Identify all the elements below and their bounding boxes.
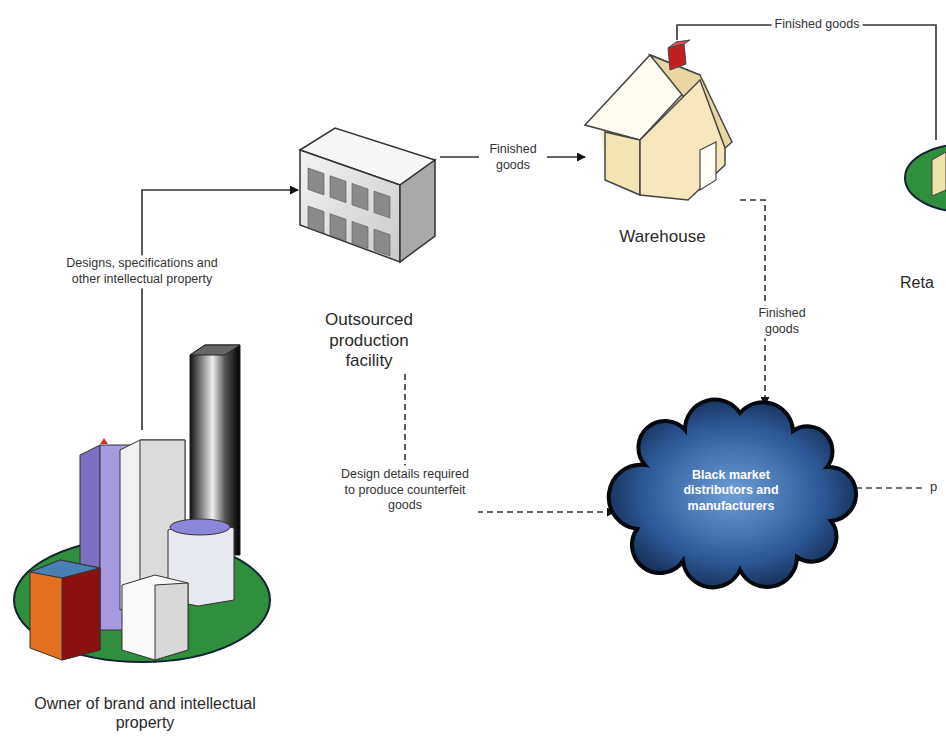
warehouse-node: Warehouse: [585, 40, 740, 250]
warehouse-house-part: [700, 142, 716, 190]
factory-building-part: [300, 150, 400, 262]
goods-flow-line: [677, 25, 936, 140]
edge-label: Designs, specifications and other intell…: [57, 255, 228, 288]
factory-building-part: [308, 168, 324, 195]
factory-building-part: [330, 176, 346, 203]
warehouse-house-part: [605, 132, 640, 195]
city-illustration-part: [62, 568, 100, 660]
factory-building-part: [374, 191, 390, 218]
cloud-label: Black market distributors and manufactur…: [672, 468, 790, 514]
facility-node: Outsourced production facility: [298, 128, 440, 374]
factory-building-part: [330, 214, 346, 241]
warehouse-house: [585, 40, 732, 200]
warehouse-house-part: [640, 80, 725, 200]
cloud-outline: [609, 400, 856, 588]
owner-node: Owner of brand and intellectual property: [10, 430, 280, 735]
node-label: Owner of brand and intellectual property: [33, 694, 258, 735]
edge-label: Finished goods: [772, 16, 863, 34]
factory-building-part: [374, 229, 390, 256]
factory-building-part: [308, 206, 324, 233]
warehouse-house-part: [668, 44, 686, 70]
dashed-line: [846, 487, 926, 489]
retail-illustration-part: [932, 152, 946, 196]
city-illustration-part: [30, 560, 100, 660]
node-label: Warehouse: [588, 227, 738, 250]
edge-label: Finished goods: [748, 305, 816, 338]
factory-building-part: [308, 168, 390, 256]
retail-illustration-part: [905, 144, 946, 212]
leak-flow-line: [740, 200, 765, 405]
ip-flow-line: [142, 190, 298, 430]
edge-label: Finished goods: [479, 141, 547, 174]
city-illustration-part: [30, 560, 100, 578]
city-illustration-part: [155, 583, 188, 660]
city-illustration-part: [170, 519, 230, 535]
factory-building-part: [352, 183, 368, 210]
edge-label: Design details required to produce count…: [332, 466, 478, 515]
warehouse-house-part: [668, 40, 690, 48]
cut-off-label: p: [929, 479, 938, 494]
black-market-cloud: Black market distributors and manufactur…: [615, 405, 847, 577]
factory-building-part: [352, 221, 368, 248]
retail-node: Reta: [900, 140, 946, 295]
node-label: Reta: [900, 273, 934, 295]
city-illustration-part: [100, 438, 108, 444]
city-illustration-part: [122, 575, 188, 660]
retail-illustration: [905, 144, 946, 212]
city-illustration-part: [190, 345, 240, 355]
node-label: Outsourced production facility: [305, 310, 433, 374]
factory-building-part: [400, 160, 435, 262]
factory-building: [300, 128, 435, 262]
